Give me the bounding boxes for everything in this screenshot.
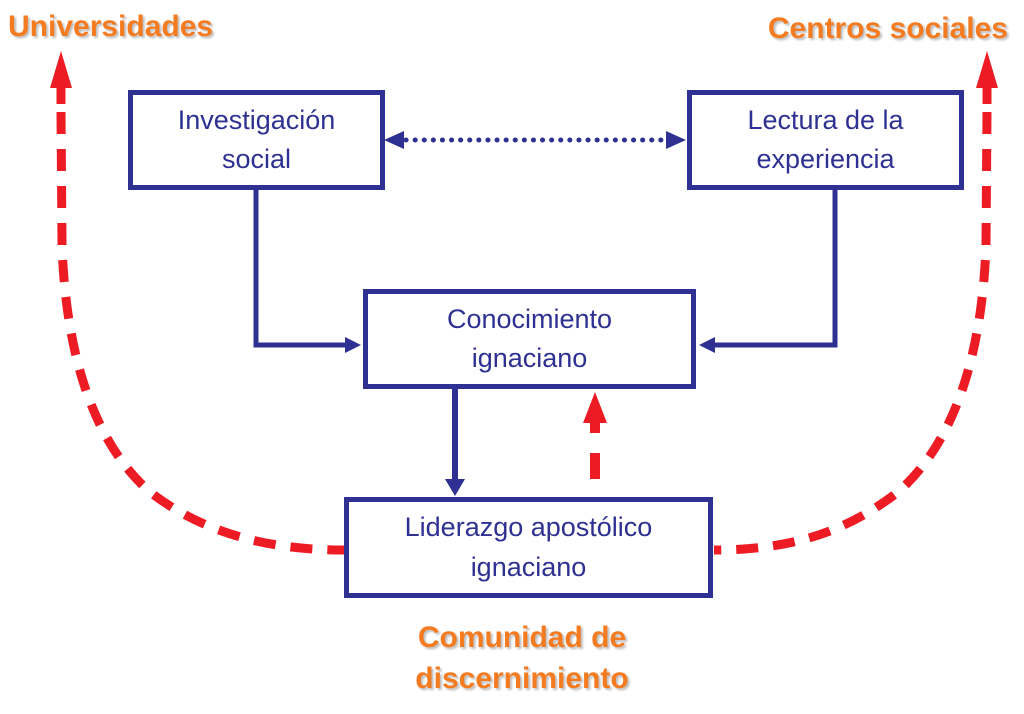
arrow-investigacion-to-conocimiento xyxy=(253,190,361,353)
box-investigacion-social: Investigación social xyxy=(128,90,385,190)
label-comunidad-de-discernimiento: Comunidad de discernimiento xyxy=(415,621,629,695)
arrow-conocimiento-to-liderazgo xyxy=(445,389,465,496)
box-lectura-de-la-experiencia: Lectura de la experiencia xyxy=(687,90,964,190)
red-arrow-liderazgo-to-conocimiento xyxy=(583,392,607,479)
dotted-bidirectional-arrow xyxy=(384,131,686,149)
red-curve-to-universidades xyxy=(50,51,345,555)
red-curve-to-centros-sociales xyxy=(713,51,998,555)
arrow-lectura-to-conocimiento xyxy=(699,190,838,353)
label-centros-sociales: Centros sociales xyxy=(767,12,1008,45)
box-liderazgo-apostolico-ignaciano: Liderazgo apostólico ignaciano xyxy=(344,497,713,598)
label-universidades: Universidades xyxy=(8,10,214,43)
box-conocimiento-ignaciano: Conocimiento ignaciano xyxy=(363,289,696,389)
